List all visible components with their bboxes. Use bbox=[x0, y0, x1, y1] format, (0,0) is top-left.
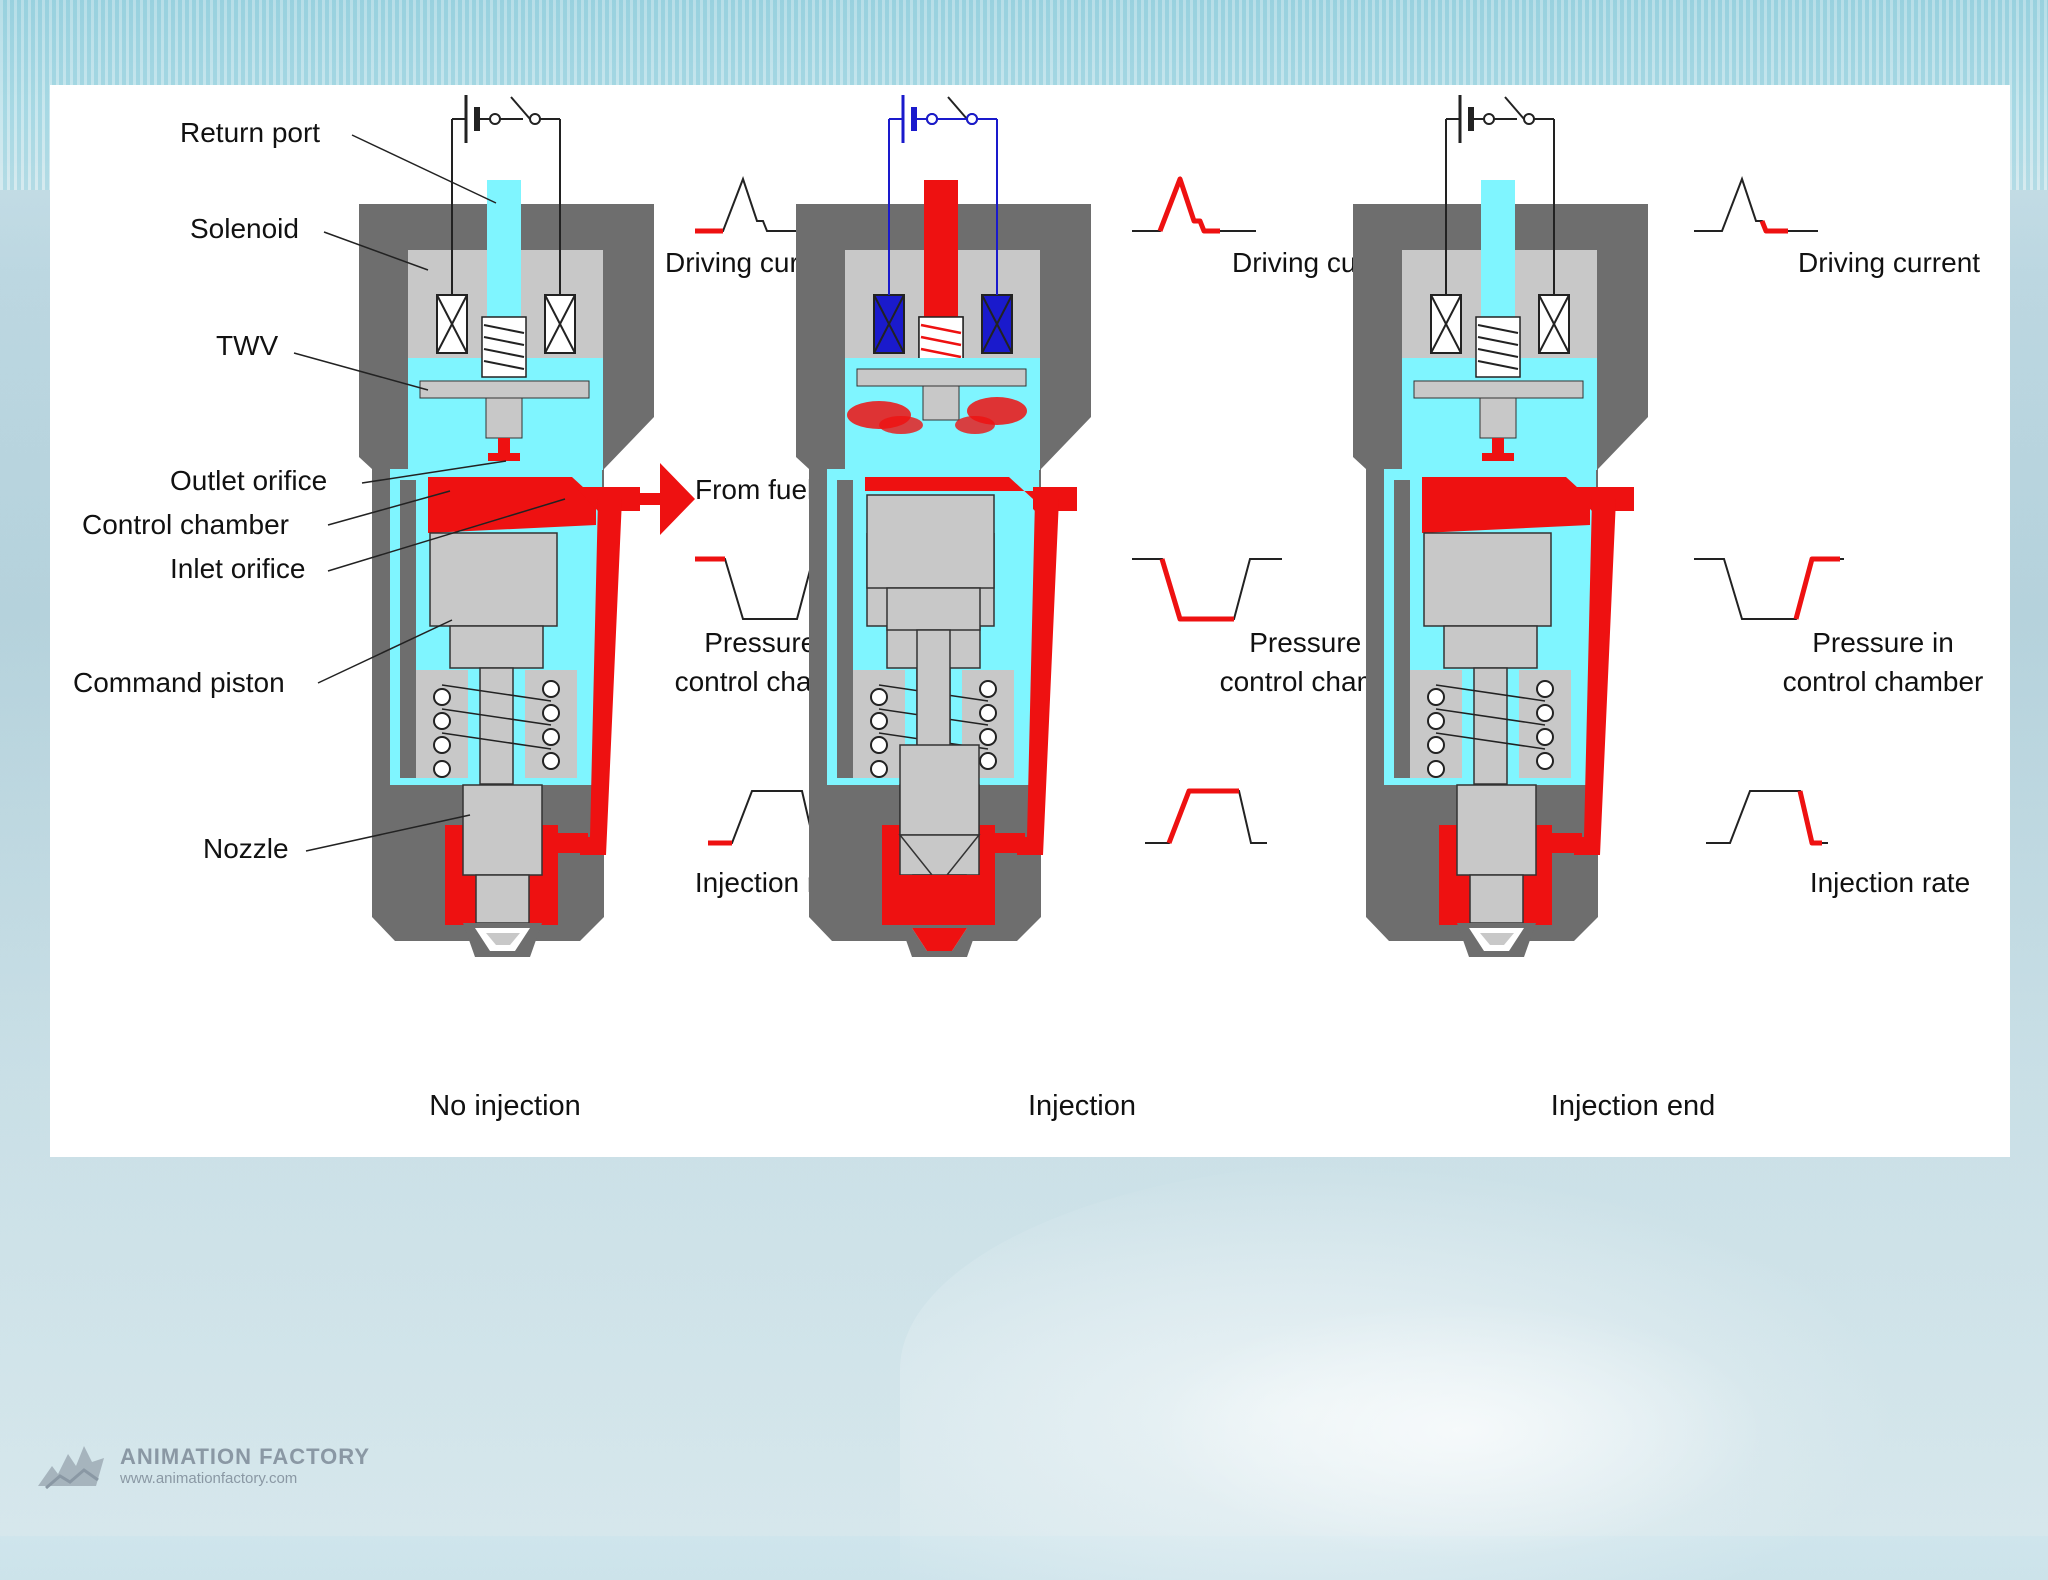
graph-label-pressure-3a: Pressure in bbox=[1812, 627, 1954, 658]
logo-title: ANIMATION FACTORY bbox=[120, 1444, 371, 1469]
stage-injection-end: Driving current Pressure in control cham… bbox=[1353, 95, 1983, 1122]
stage-no-injection: Return port Solenoid TWV Outlet orifice … bbox=[73, 95, 875, 1122]
background-swirl-highlight bbox=[1150, 1300, 1770, 1560]
graph-pressure-1 bbox=[694, 556, 846, 620]
label-solenoid: Solenoid bbox=[190, 213, 299, 244]
graph-label-driving-current-3: Driving current bbox=[1798, 247, 1980, 278]
graph-label-injection-rate-3: Injection rate bbox=[1810, 867, 1970, 898]
label-command-piston: Command piston bbox=[73, 667, 285, 698]
graph-injection-rate-3 bbox=[1705, 790, 1829, 846]
graph-injection-rate-2 bbox=[1144, 788, 1268, 844]
label-return-port: Return port bbox=[180, 117, 320, 148]
graph-label-pressure-3b: control chamber bbox=[1783, 666, 1984, 697]
logo-url: www.animationfactory.com bbox=[120, 1470, 298, 1487]
graph-driving-current-2 bbox=[1131, 176, 1257, 234]
fuel-rail-arrow bbox=[638, 463, 695, 535]
graph-pressure-3 bbox=[1693, 556, 1845, 620]
injector-diagram: Return port Solenoid TWV Outlet orifice … bbox=[73, 85, 1983, 1122]
caption-no-injection: No injection bbox=[429, 1090, 581, 1122]
graph-pressure-2 bbox=[1131, 558, 1283, 622]
caption-injection: Injection bbox=[1028, 1090, 1136, 1122]
caption-injection-end: Injection end bbox=[1551, 1090, 1715, 1122]
label-outlet-orifice: Outlet orifice bbox=[170, 465, 327, 496]
graph-injection-rate-1 bbox=[707, 790, 831, 846]
label-control-chamber: Control chamber bbox=[82, 509, 289, 540]
label-inlet-orifice: Inlet orifice bbox=[170, 553, 305, 584]
label-twv: TWV bbox=[216, 330, 279, 361]
stage-injection: Driving current Pressure in control cham… bbox=[796, 95, 1420, 1122]
logo-icon bbox=[38, 1446, 104, 1490]
graph-driving-current-3 bbox=[1693, 178, 1819, 234]
animation-factory-logo: ANIMATION FACTORY www.animationfactory.c… bbox=[34, 1436, 394, 1496]
label-nozzle: Nozzle bbox=[203, 833, 289, 864]
graph-driving-current-1 bbox=[694, 178, 820, 234]
